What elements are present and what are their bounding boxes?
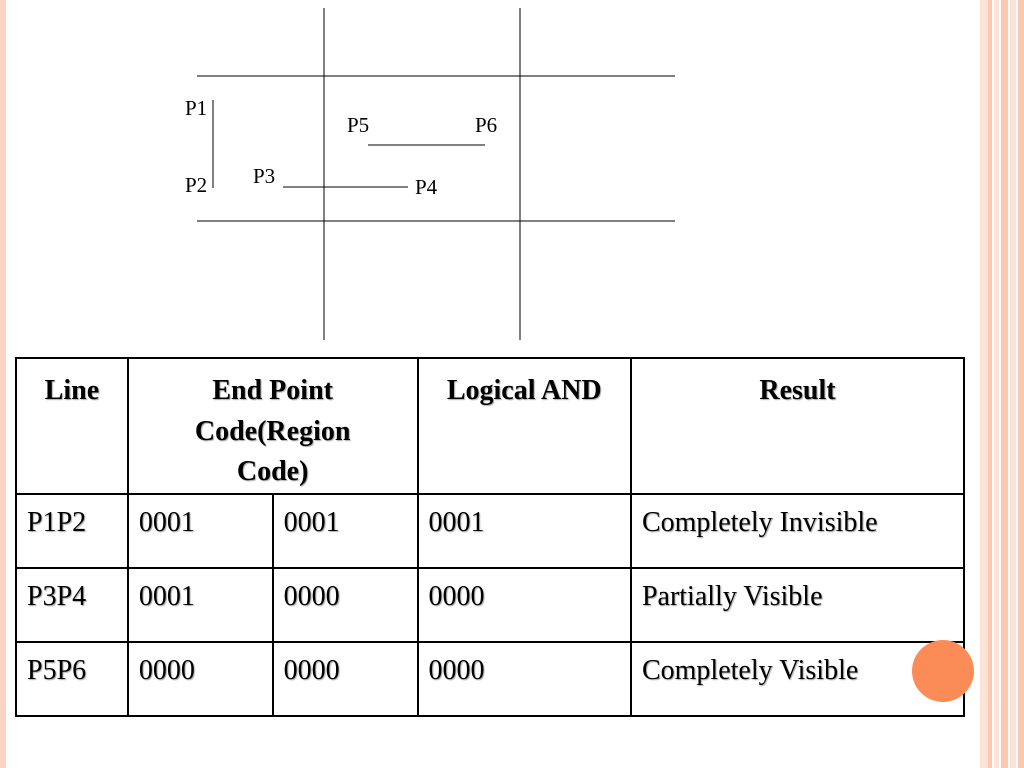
cell-code-2: 0000 [271,640,419,717]
cell-line: P3P4 [15,566,129,643]
header-result: Result [629,357,966,495]
cell-code-1: 0001 [126,492,274,569]
cell-result: Completely Visible [629,640,966,717]
cell-logical-and: 0000 [416,640,632,717]
right-border-stripe-4 [1001,0,1008,768]
right-border-stripe-2 [988,0,992,768]
left-border-stripe [0,0,6,768]
point-label-p4: P4 [415,175,438,199]
cell-logical-and: 0000 [416,566,632,643]
right-border-stripe-3 [994,0,999,768]
point-label-p2: P2 [185,173,208,197]
right-border-stripe-6 [1018,0,1024,768]
table-header-row: Line End Point Code(Region Code) Logical… [15,357,966,495]
cell-line: P1P2 [15,492,129,569]
cell-code-1: 0000 [126,640,274,717]
cell-logical-and: 0001 [416,492,632,569]
header-line: Line [15,357,129,495]
point-label-p6: P6 [475,113,498,137]
clipping-diagram [197,8,675,340]
table-row: P5P6 0000 0000 0000 Completely Visible [15,640,966,717]
right-border-stripe-1 [980,0,988,768]
cell-code-1: 0001 [126,566,274,643]
cell-code-2: 0001 [271,492,419,569]
right-border-stripe-5 [1010,0,1016,768]
point-label-p5: P5 [347,113,370,137]
cell-line: P5P6 [15,640,129,717]
cell-code-2: 0000 [271,566,419,643]
header-logical-and: Logical AND [416,357,632,495]
header-end-point-code: End Point Code(Region Code) [126,357,419,495]
cell-result: Completely Invisible [629,492,966,569]
point-label-p1: P1 [185,96,208,120]
cell-result: Partially Visible [629,566,966,643]
orange-circle-decoration [912,640,974,702]
region-code-table: Line End Point Code(Region Code) Logical… [15,357,966,717]
point-label-p3: P3 [253,164,276,188]
table-row: P3P4 0001 0000 0000 Partially Visible [15,566,966,643]
table-row: P1P2 0001 0001 0001 Completely Invisible [15,492,966,569]
